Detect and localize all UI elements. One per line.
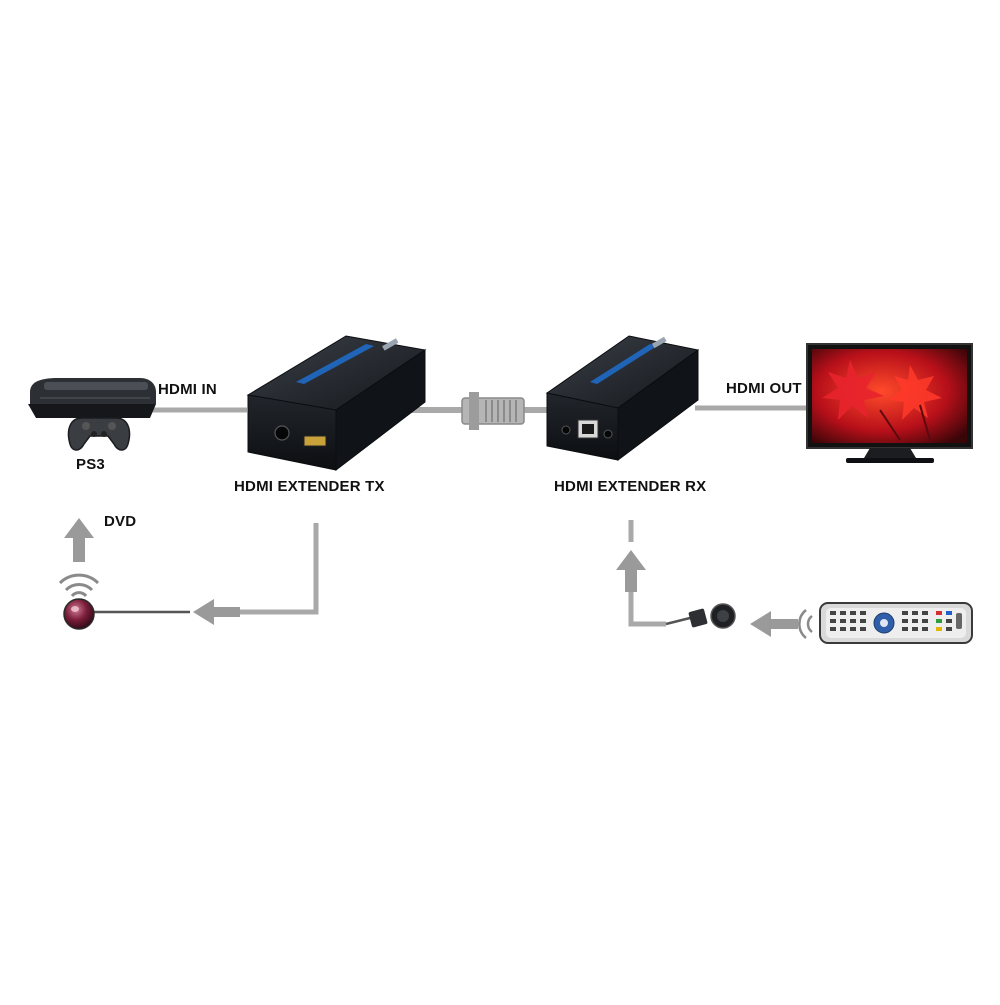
ir-receiver-icon: [665, 603, 736, 629]
ps3-console-icon: [28, 378, 156, 451]
ps3-label: PS3: [76, 456, 105, 473]
hdmi-in-label: HDMI IN: [158, 381, 217, 398]
wireless-signal-icon: [798, 609, 813, 639]
ir-in-path: [628, 520, 666, 627]
wireless-signal-icon: [58, 573, 100, 598]
tv-display-icon: [806, 343, 973, 463]
ir-emitter-icon: [63, 598, 95, 630]
transmitter-label: HDMI EXTENDER TX: [234, 478, 385, 495]
left-arrow-icon: [193, 599, 240, 625]
transmitter-device: [246, 335, 427, 472]
up-arrow-icon: [64, 518, 94, 562]
ir-out-path: [93, 523, 319, 615]
rj45-connector-icon: [461, 392, 525, 430]
receiver-device: [545, 335, 700, 461]
receiver-label: HDMI EXTENDER RX: [554, 478, 707, 495]
up-arrow-icon: [616, 550, 646, 592]
remote-control-icon: [819, 602, 973, 644]
hdmi-out-label: HDMI OUT: [726, 380, 802, 397]
dvd-label: DVD: [104, 513, 137, 530]
left-arrow-icon: [750, 611, 798, 637]
